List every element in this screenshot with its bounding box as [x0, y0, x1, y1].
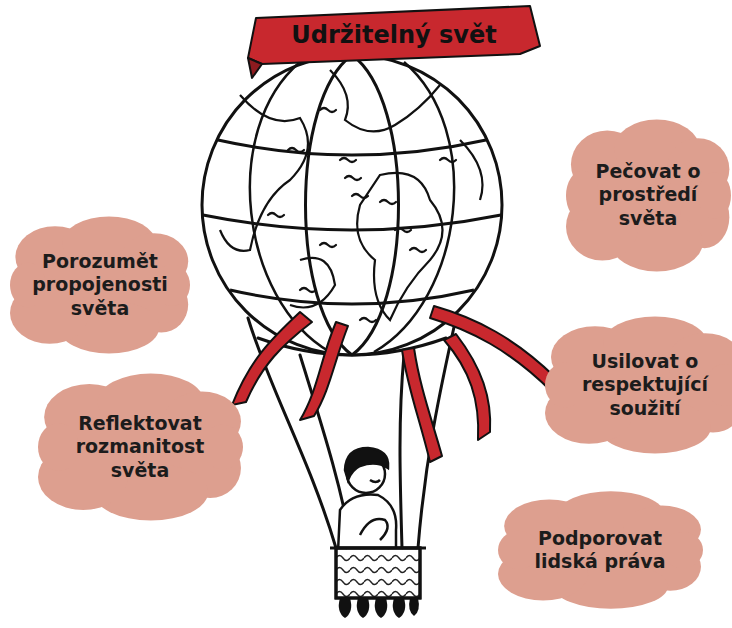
cloud-box: Porozumět propojenosti světa [10, 215, 190, 355]
illustration-stroke [330, 70, 440, 131]
illustration-stroke [336, 548, 420, 598]
illustration-stroke [409, 598, 419, 616]
basket [330, 548, 426, 598]
illustration-stroke [218, 140, 486, 155]
cloud-puff [202, 425, 243, 470]
cloud-label: Podporovat lidská práva [518, 527, 683, 573]
title-ribbon [248, 6, 540, 78]
globe [202, 55, 502, 355]
ribbons [232, 306, 556, 462]
illustration-stroke [248, 6, 540, 64]
illustration-stroke [357, 173, 442, 320]
cloud-box: Podporovat lidská práva [498, 490, 703, 610]
cloud-box: Pečovat o prostředí světa [566, 118, 731, 273]
illustration-stroke [202, 55, 502, 355]
illustration-stroke [345, 448, 388, 480]
illustration-stroke [402, 348, 442, 462]
illustration-stroke [339, 598, 351, 618]
cloud-puff [566, 170, 599, 220]
person [338, 448, 396, 552]
cloud-puff [545, 363, 585, 408]
illustration-stroke [203, 215, 501, 230]
illustration-stroke [248, 58, 262, 78]
illustration-stroke [288, 148, 304, 152]
sea-waves [268, 108, 456, 322]
illustration-stroke [230, 290, 474, 304]
illustration-stroke [290, 258, 335, 308]
illustration-stroke [330, 547, 426, 550]
illustration-stroke [460, 140, 483, 200]
illustration-stroke [395, 228, 411, 232]
illustration-stroke [444, 334, 490, 440]
illustration-stroke [393, 598, 405, 618]
illustration-stroke [360, 519, 388, 540]
illustration-stroke [375, 598, 387, 618]
illustration-stroke [345, 176, 361, 180]
illustration-stroke [250, 62, 330, 352]
basket-tassels [339, 598, 419, 618]
illustration-stroke [352, 194, 368, 198]
illustration-stroke [400, 355, 404, 548]
cloud-label: Pečovat o prostředí světa [586, 160, 711, 230]
illustration-stroke [338, 495, 396, 552]
cloud-puff [38, 423, 79, 471]
illustration-stroke [306, 55, 353, 355]
cloud-label: Reflektovat rozmanitost světa [70, 412, 210, 482]
cloud-puff [705, 364, 732, 406]
illustration-stroke [357, 598, 369, 618]
illustration-stroke [300, 322, 348, 420]
illustration-stroke [220, 95, 308, 251]
cloud-label: Porozumět propojenosti světa [30, 250, 170, 320]
illustration-stroke [360, 318, 376, 322]
illustration-stroke [232, 312, 312, 405]
illustration-stroke [370, 480, 380, 482]
cloud-puff [498, 531, 539, 569]
illustration-stroke [300, 288, 316, 292]
cloud-puff [662, 532, 703, 568]
cloud-puff [698, 172, 731, 219]
illustration-stroke [336, 548, 420, 598]
diagram-title: Udržitelný svět [291, 21, 496, 49]
illustration-stroke [340, 158, 356, 162]
illustration-stroke [410, 248, 426, 252]
cloud-label: Usilovat o respektující soužití [565, 350, 725, 420]
cloud-box: Reflektovat rozmanitost světa [38, 372, 243, 522]
illustration-stroke [380, 200, 396, 204]
illustration-stroke [320, 108, 336, 112]
cloud-box: Usilovat o respektující soužití [545, 315, 732, 455]
illustration-stroke [268, 213, 284, 217]
illustration-stroke [440, 158, 456, 162]
illustration-stroke [430, 306, 556, 392]
illustration-stroke [320, 243, 336, 247]
